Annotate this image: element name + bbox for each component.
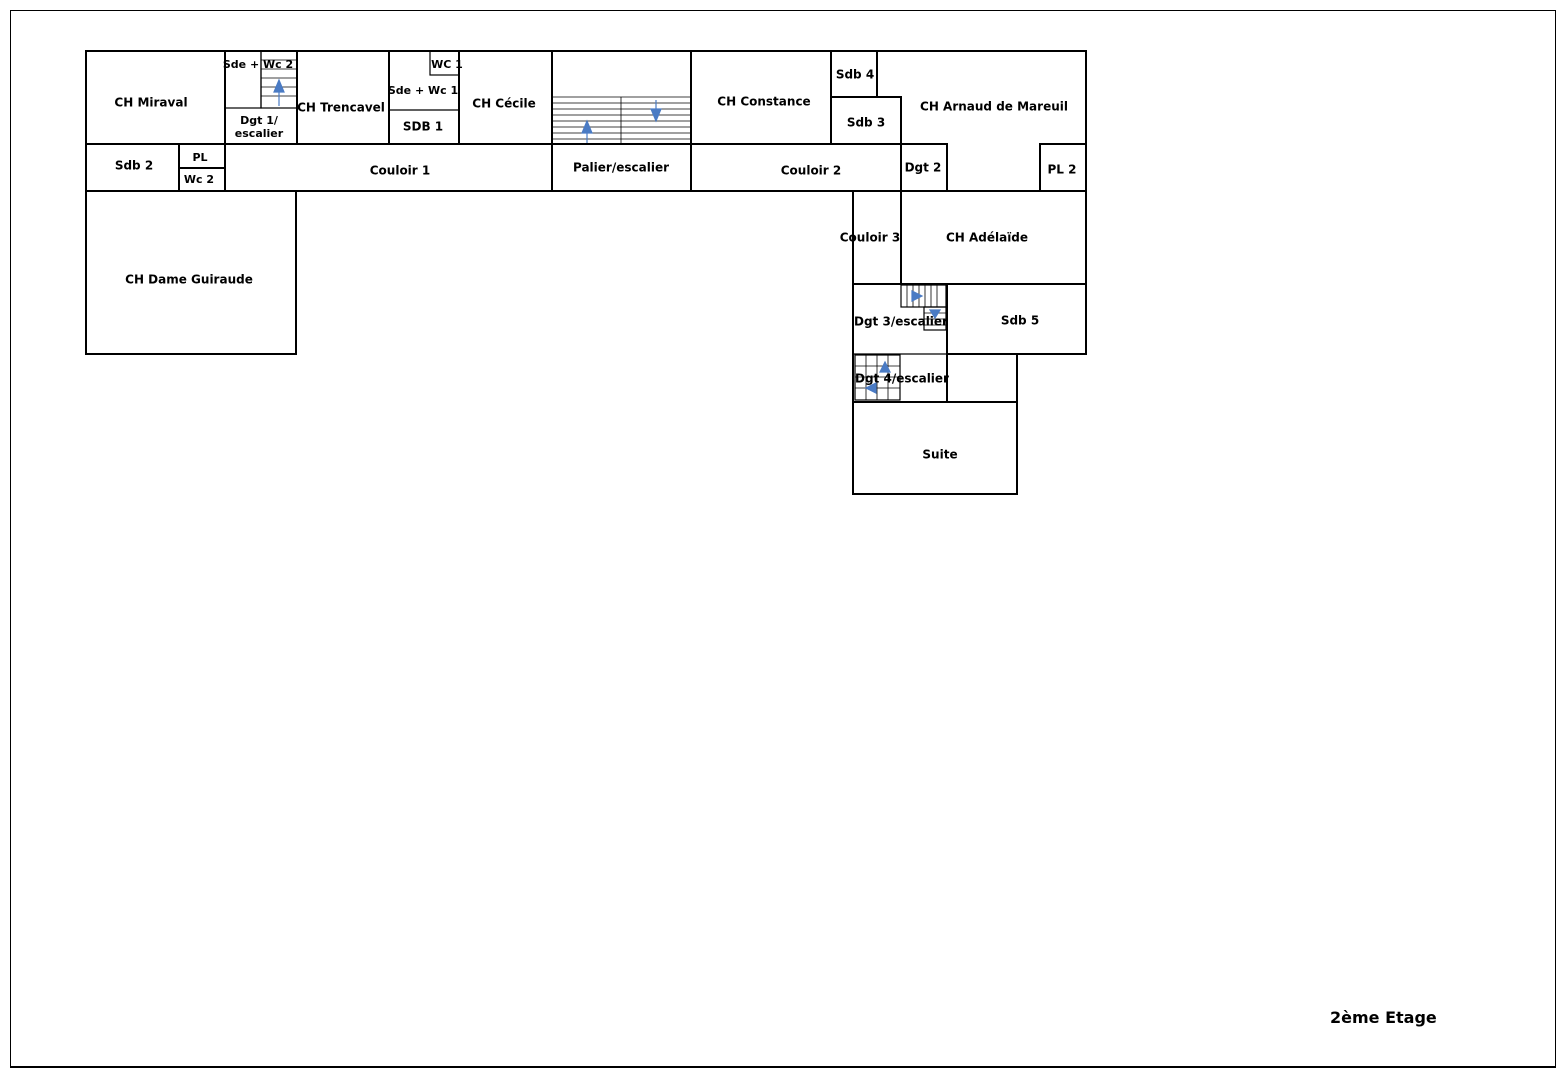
label-pl: PL [192,151,207,164]
label-sdb4: Sdb 4 [836,68,874,82]
label-pl2: PL 2 [1048,163,1077,177]
label-wc2: Wc 2 [184,173,214,186]
label-ch-dame: CH Dame Guiraude [125,273,253,287]
floor-title: 2ème Etage [1330,1008,1437,1027]
room-ch-cecile[interactable] [458,50,553,145]
label-dgt2: Dgt 2 [905,161,942,175]
label-ch-constance: CH Constance [717,95,810,109]
label-ch-cecile: CH Cécile [472,97,535,111]
stair-dgt3-landing [923,306,947,331]
label-ch-miraval: CH Miraval [114,96,187,110]
room-palier[interactable] [551,143,692,192]
room-sdb4[interactable] [830,50,878,98]
label-ch-arnaud: CH Arnaud de Mareuil [920,100,1068,114]
stair-up-arrow-icon [879,360,891,373]
label-sdb3: Sdb 3 [847,116,885,130]
label-couloir3: Couloir 3 [840,231,901,245]
room-ch-trencavel[interactable] [296,50,390,145]
label-sdb2: Sdb 2 [115,159,153,173]
label-palier: Palier/escalier [573,161,669,175]
label-sdb1: SDB 1 [403,120,443,134]
label-ch-adelaide: CH Adélaïde [946,231,1028,245]
label-couloir2: Couloir 2 [781,164,842,178]
label-dgt1-line1: Dgt 1/ [240,114,279,127]
room-ch-constance[interactable] [690,50,832,145]
label-dgt1-line2: escalier [235,127,284,140]
label-ch-trencavel: CH Trencavel [297,101,385,115]
stair-steps-main [552,96,691,144]
page-frame [10,10,1556,1068]
stair-main [551,50,692,145]
label-suite: Suite [922,448,957,462]
stair-right-arrow-icon [911,290,924,302]
stair-down-arrow-icon [928,309,942,320]
room-couloir2[interactable] [690,143,902,192]
label-dgt4: Dgt 4/escalier [855,372,949,386]
room-ch-adelaide[interactable] [900,190,1087,285]
label-dgt3: Dgt 3/escalier [854,315,948,329]
room-pl[interactable] [178,143,226,169]
label-sde-wc2: Sde + Wc 2 [223,58,293,71]
label-wc1: WC 1 [431,58,463,71]
room-pl2[interactable] [1039,143,1087,192]
stair-steps-dgt4 [855,355,900,400]
stair-steps-dgt3 [906,285,938,307]
room-suite[interactable] [852,401,1018,495]
room-sdb5[interactable] [946,283,1087,355]
label-sdb5: Sdb 5 [1001,314,1039,328]
label-couloir1: Couloir 1 [370,164,431,178]
stair-dgt4 [854,354,901,401]
stair-left-arrow-icon [864,382,877,394]
label-sde-wc1: Sde + Wc 1 [388,84,458,97]
room-ch-dame[interactable] [85,190,297,355]
room-couloir1[interactable] [224,143,553,192]
floor-plan: CH Miraval Sde + Wc 2 Dgt 1/ escalier CH… [85,50,1087,495]
